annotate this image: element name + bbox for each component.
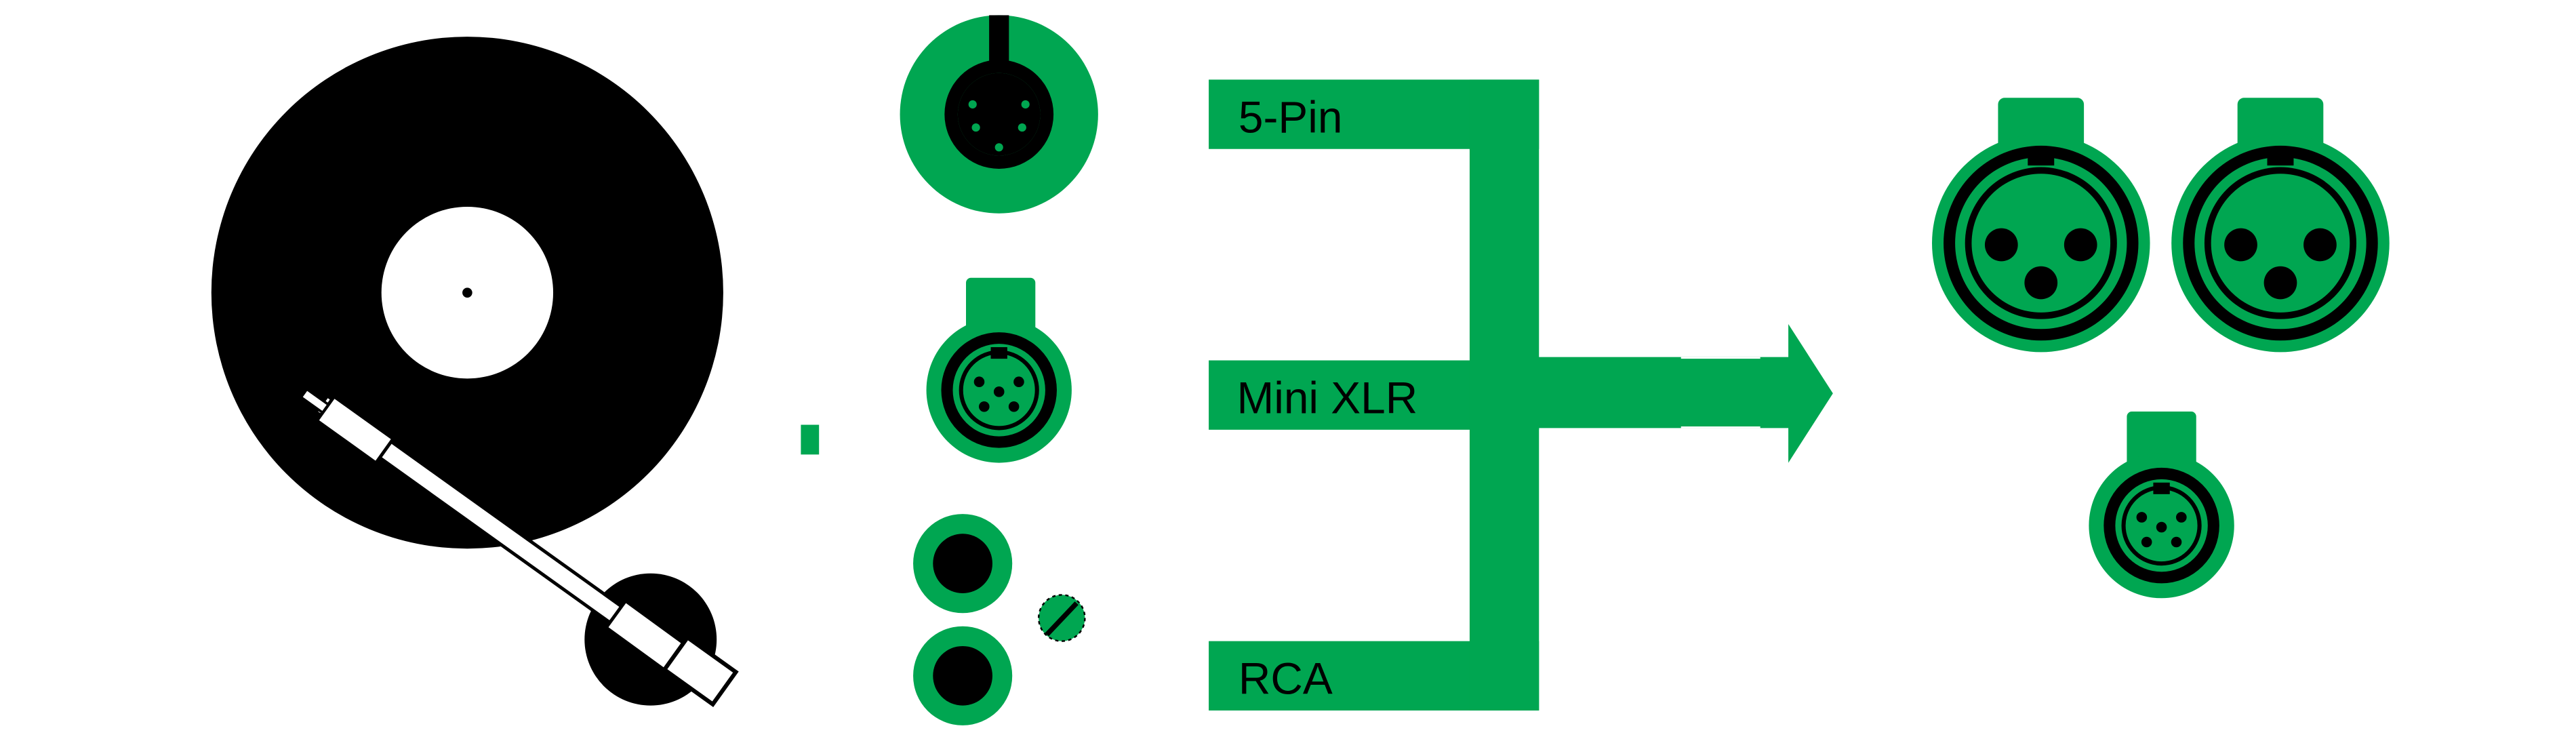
label-rca: RCA <box>1239 654 1333 704</box>
rca-connector-icon <box>913 514 1086 725</box>
mini-xlr-connector-icon <box>2089 412 2234 599</box>
bracket-spine <box>1469 79 1539 711</box>
turntable-icon <box>211 37 739 708</box>
right-arrow-icon <box>1535 323 1833 463</box>
xlr-connector-icon <box>1932 98 2150 353</box>
tonearm-counterweight <box>661 634 739 708</box>
xlr-connector-icon <box>2171 98 2390 353</box>
tonearm-headshell <box>299 387 396 466</box>
five-pin-din-connector-icon <box>900 15 1098 214</box>
label-mini-xlr: Mini XLR <box>1236 372 1417 422</box>
signal-marker <box>801 424 820 455</box>
record-spindle <box>462 287 472 298</box>
label-five-pin: 5-Pin <box>1239 92 1343 142</box>
connector-bracket <box>1209 79 1539 711</box>
mini-xlr-connector-icon <box>926 277 1072 463</box>
